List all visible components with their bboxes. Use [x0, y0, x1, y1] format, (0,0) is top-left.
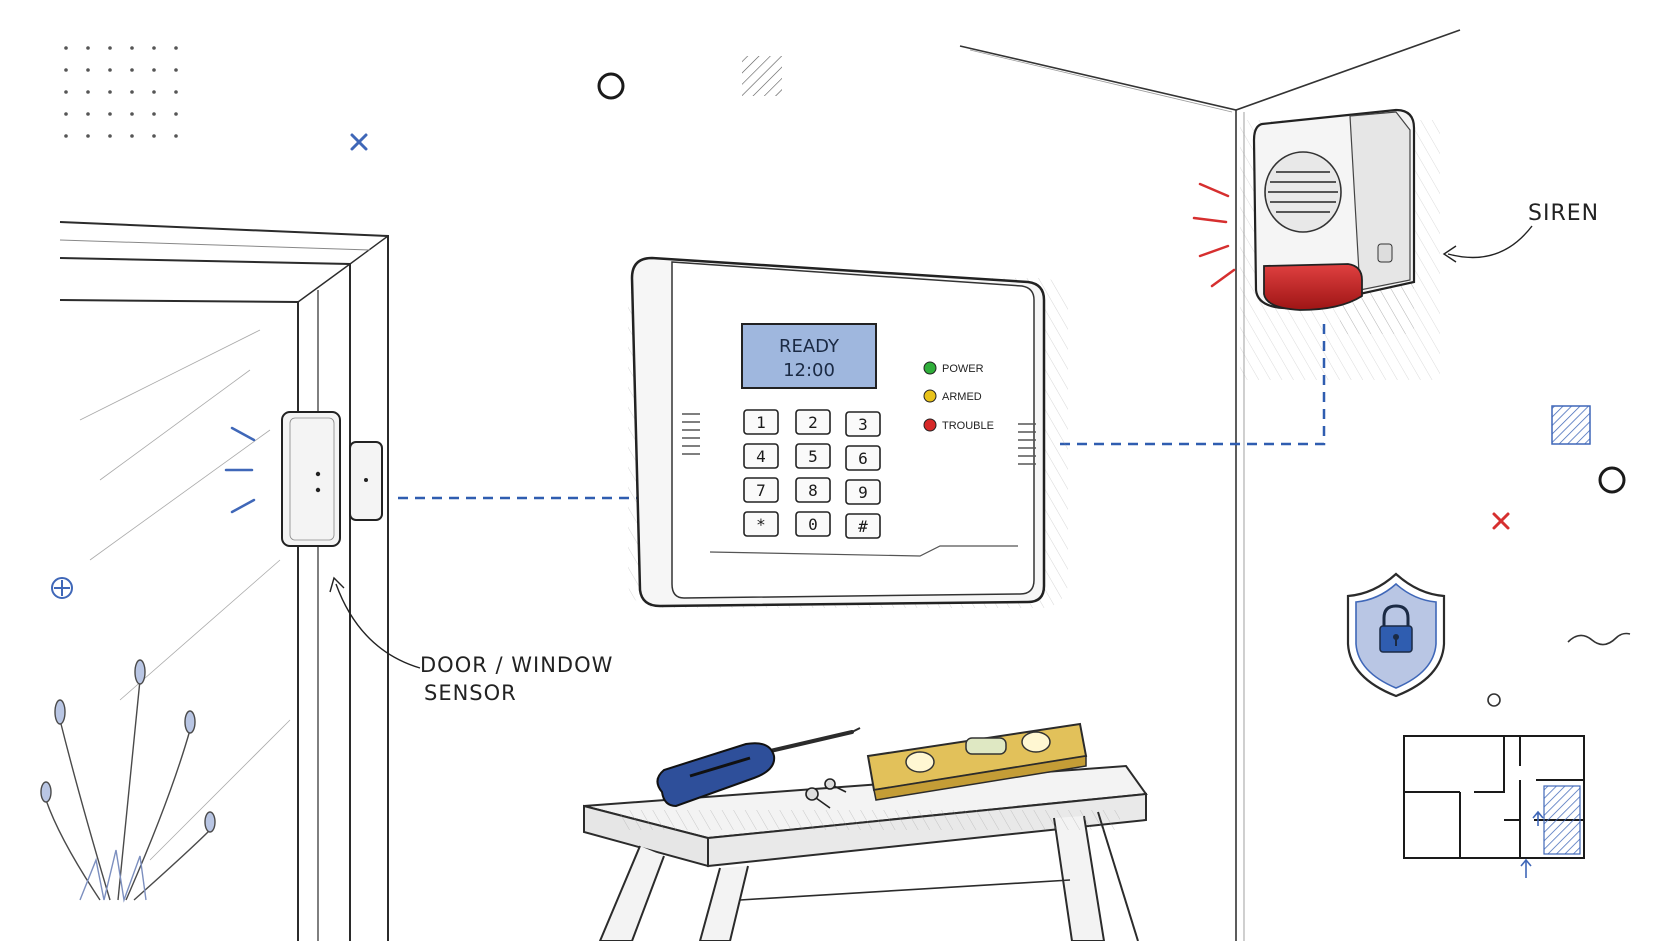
siren-pointer-arrow — [1447, 225, 1533, 259]
siren-sound-marks — [1192, 182, 1236, 288]
key-7[interactable]: 7 — [743, 477, 779, 503]
indicator-power: POWER — [923, 361, 984, 375]
small-circle-decoration — [1487, 693, 1501, 707]
indicator-trouble: TROUBLE — [923, 418, 994, 432]
x-mark-icon-red — [1492, 512, 1510, 530]
lcd-display: READY 12:00 — [741, 323, 877, 389]
door-frame — [59, 221, 389, 941]
circle-icon — [597, 72, 625, 100]
display-line1: READY — [779, 336, 840, 357]
keypad: 1 2 3 4 5 6 7 8 9 * 0 # — [743, 409, 881, 539]
key-4[interactable]: 4 — [743, 443, 779, 469]
sensor-pointer-arrow — [335, 583, 421, 669]
key-1[interactable]: 1 — [743, 409, 779, 435]
svg-text:0: 0 — [808, 515, 818, 534]
spirit-level — [866, 722, 1088, 801]
door-window-sensor — [281, 411, 383, 547]
svg-text:#: # — [858, 517, 868, 536]
display-line2: 12:00 — [783, 360, 835, 381]
svg-text:3: 3 — [858, 415, 868, 434]
power-label: POWER — [942, 363, 984, 375]
svg-text:6: 6 — [858, 449, 868, 468]
siren — [1252, 108, 1416, 334]
svg-text:2: 2 — [808, 413, 818, 432]
screws — [805, 778, 847, 809]
key-2[interactable]: 2 — [795, 409, 831, 435]
circle-icon-right — [1598, 466, 1626, 494]
connection-lines — [398, 322, 1326, 500]
svg-text:1: 1 — [756, 413, 766, 432]
sawhorse-bench — [583, 764, 1148, 941]
blue-hatched-square-decoration — [1551, 405, 1591, 445]
padlock-shield-icon — [1346, 572, 1446, 698]
power-led — [923, 361, 937, 375]
hatched-square-decoration — [742, 56, 782, 96]
svg-text:4: 4 — [756, 447, 766, 466]
x-mark-icon — [350, 133, 368, 151]
svg-text:7: 7 — [756, 481, 766, 500]
armed-led — [923, 389, 937, 403]
squiggle-decoration — [1567, 632, 1631, 646]
key-hash[interactable]: # — [845, 513, 881, 539]
screwdriver — [656, 727, 861, 808]
svg-text:5: 5 — [808, 447, 818, 466]
door-sketch-shading — [79, 329, 291, 861]
key-star[interactable]: * — [743, 511, 779, 537]
trouble-led — [923, 418, 937, 432]
plant-sketch — [40, 659, 216, 903]
key-0[interactable]: 0 — [795, 511, 831, 537]
floor-plan-icon — [1403, 735, 1585, 878]
svg-text:*: * — [756, 515, 766, 534]
key-8[interactable]: 8 — [795, 477, 831, 503]
crosshair-icon — [51, 577, 73, 599]
sensor-label-line2: SENSOR — [424, 681, 517, 705]
key-3[interactable]: 3 — [845, 411, 881, 437]
siren-label: SIREN — [1528, 201, 1599, 226]
armed-label: ARMED — [942, 391, 982, 403]
key-6[interactable]: 6 — [845, 445, 881, 471]
dot-grid-decoration — [64, 46, 178, 138]
key-9[interactable]: 9 — [845, 479, 881, 505]
trouble-label: TROUBLE — [942, 420, 994, 432]
sensor-signal-marks — [224, 426, 256, 514]
sensor-label-line1: DOOR / WINDOW — [420, 653, 613, 677]
svg-text:9: 9 — [858, 483, 868, 502]
key-5[interactable]: 5 — [795, 443, 831, 469]
indicator-armed: ARMED — [923, 389, 982, 403]
svg-text:8: 8 — [808, 481, 818, 500]
